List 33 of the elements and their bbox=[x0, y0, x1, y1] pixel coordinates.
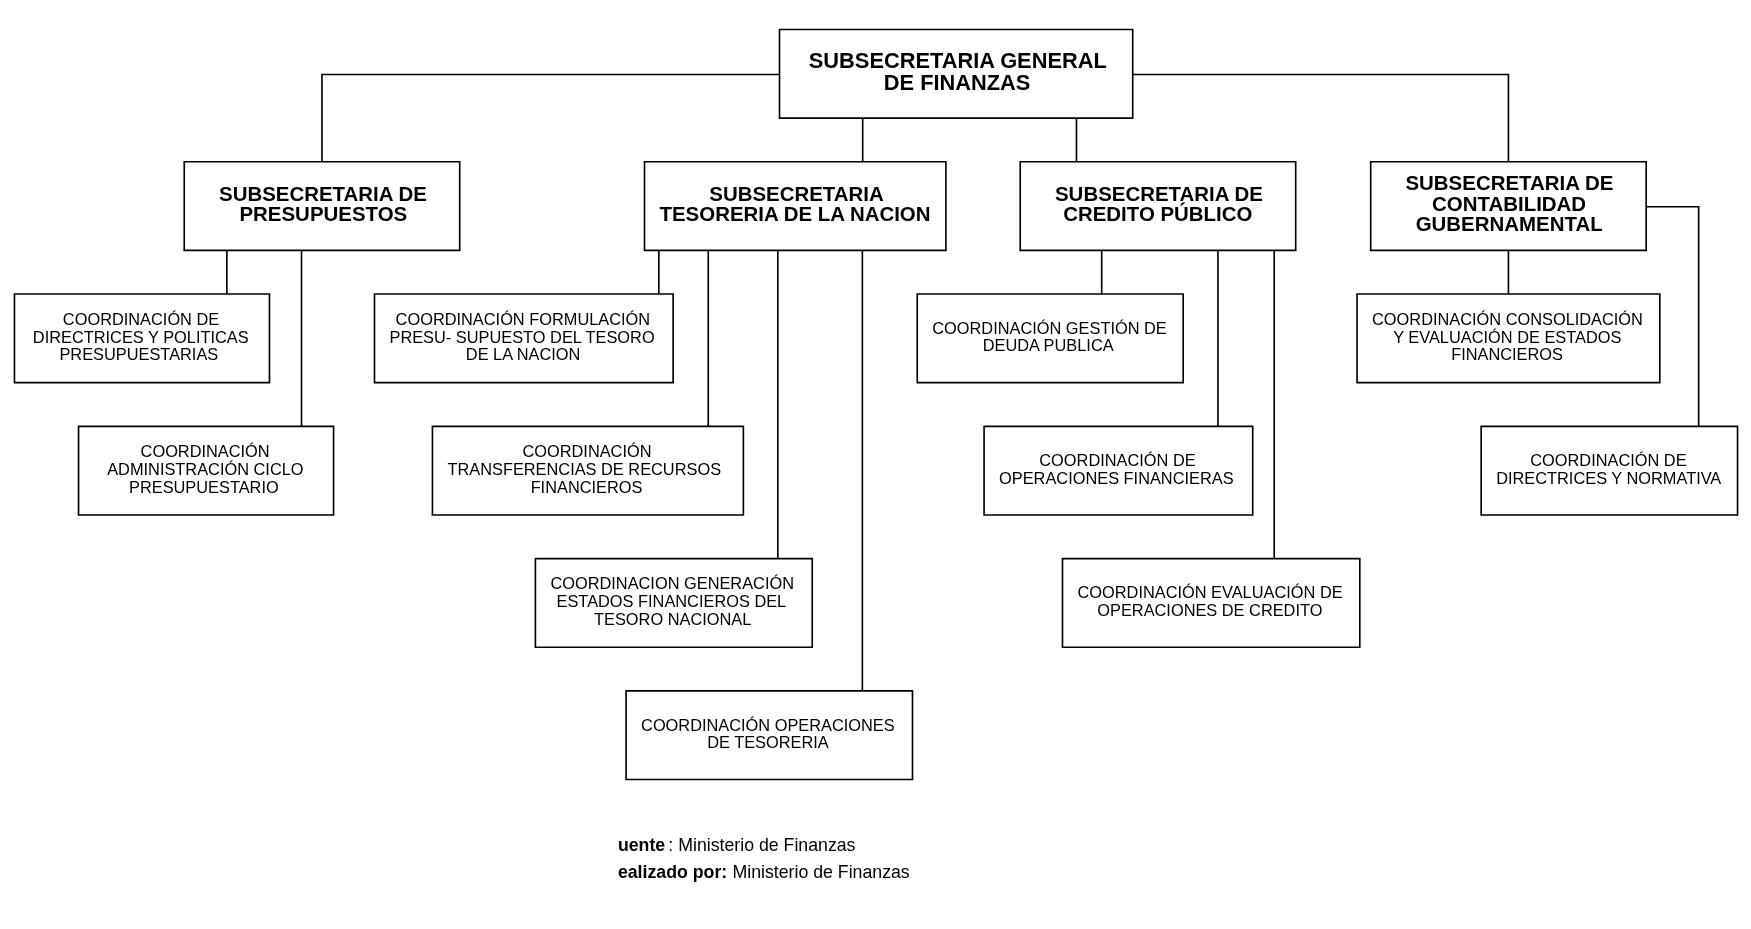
node-box: COORDINACION GENERACIÓN ESTADOS FINANCIEROS DEL TESORO NACIONAL bbox=[534, 557, 813, 649]
connector bbox=[776, 249, 779, 560]
connector bbox=[1075, 117, 1077, 163]
connector bbox=[1100, 249, 1102, 295]
node-box: COORDINACIÓN DE DIRECTRICES Y NORMATIVA bbox=[1479, 425, 1738, 516]
node-box: COORDINACIÓN DE DIRECTRICES Y POLITICAS PRESUPUESTARIAS bbox=[13, 293, 270, 384]
connector bbox=[1131, 73, 1509, 163]
node-box: SUBSECRETARIA DE CREDITO PÚBLICO bbox=[1018, 160, 1296, 252]
node-box: SUBSECRETARIA GENERAL DE FINANZAS bbox=[778, 28, 1134, 119]
node-box: COORDINACIÓN CONSOLIDACIÓN Y EVALUACIÓN DE ESTADOS FINANCIEROS bbox=[1355, 293, 1661, 384]
node-box: COORDINACIÓN TRANSFERENCIAS DE RECURSOS FINANCIEROS bbox=[431, 425, 744, 516]
connector bbox=[225, 249, 228, 295]
connector bbox=[1644, 205, 1699, 427]
connector bbox=[1272, 249, 1275, 560]
label: uente: Ministerio de Finanzas bbox=[617, 834, 855, 855]
node-box: COORDINACIÓN OPERACIONES DE TESORERIA bbox=[624, 690, 913, 781]
connector bbox=[320, 73, 780, 163]
node-box: COORDINACIÓN FORMULACIÓN PRESU- SUPUESTO DEL TESORO DE LA NACION bbox=[373, 293, 674, 384]
label: ealizado por: Ministerio de Finanzas bbox=[617, 862, 910, 883]
connector bbox=[1507, 249, 1509, 295]
connector bbox=[861, 249, 863, 692]
node-box: SUBSECRETARIA DE PRESUPUESTOS bbox=[182, 160, 461, 252]
connector bbox=[300, 250, 302, 427]
connector bbox=[706, 250, 709, 427]
connector bbox=[657, 249, 660, 295]
connector bbox=[1216, 250, 1219, 427]
node-box: COORDINACIÓN EVALUACIÓN DE OPERACIONES DE CREDITO bbox=[1061, 557, 1361, 649]
node-box: SUBSECRETARIA DE CONTABILIDAD GUBERNAMENTAL bbox=[1369, 160, 1647, 252]
node-box: COORDINACIÓN GESTIÓN DE DEUDA PUBLICA bbox=[915, 293, 1184, 384]
node-box: SUBSECRETARIA TESORERIA DE LA NACION bbox=[643, 160, 947, 252]
connector bbox=[861, 117, 864, 163]
node-box: COORDINACIÓN ADMINISTRACIÓN CICLO PRESUPUESTARIO bbox=[77, 425, 334, 516]
node-box: COORDINACIÓN DE OPERACIONES FINANCIERAS bbox=[982, 425, 1254, 516]
